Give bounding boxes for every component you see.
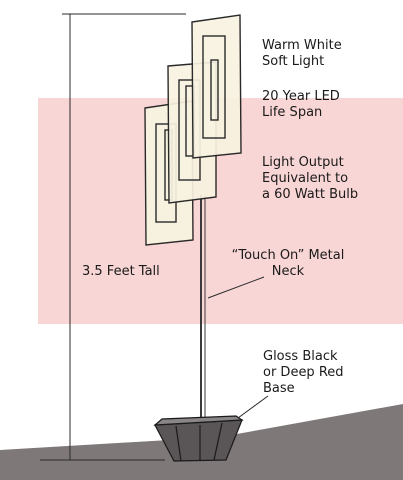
light-panel-top [191, 14, 242, 159]
base-leader-line [237, 395, 269, 419]
light-output-label: Light Output Equivalent to a 60 Watt Bul… [262, 155, 359, 202]
base-label: Gloss Black or Deep Red Base [263, 349, 344, 396]
neck-leader-line [207, 276, 265, 299]
height-label: 3.5 Feet Tall [82, 264, 160, 279]
metal-neck-label: “Touch On” Metal Neck [231, 248, 345, 279]
life-span-label: 20 Year LED Life Span [262, 89, 340, 120]
warm-white-label: Warm White Soft Light [262, 38, 342, 69]
lamp-base [153, 415, 244, 462]
